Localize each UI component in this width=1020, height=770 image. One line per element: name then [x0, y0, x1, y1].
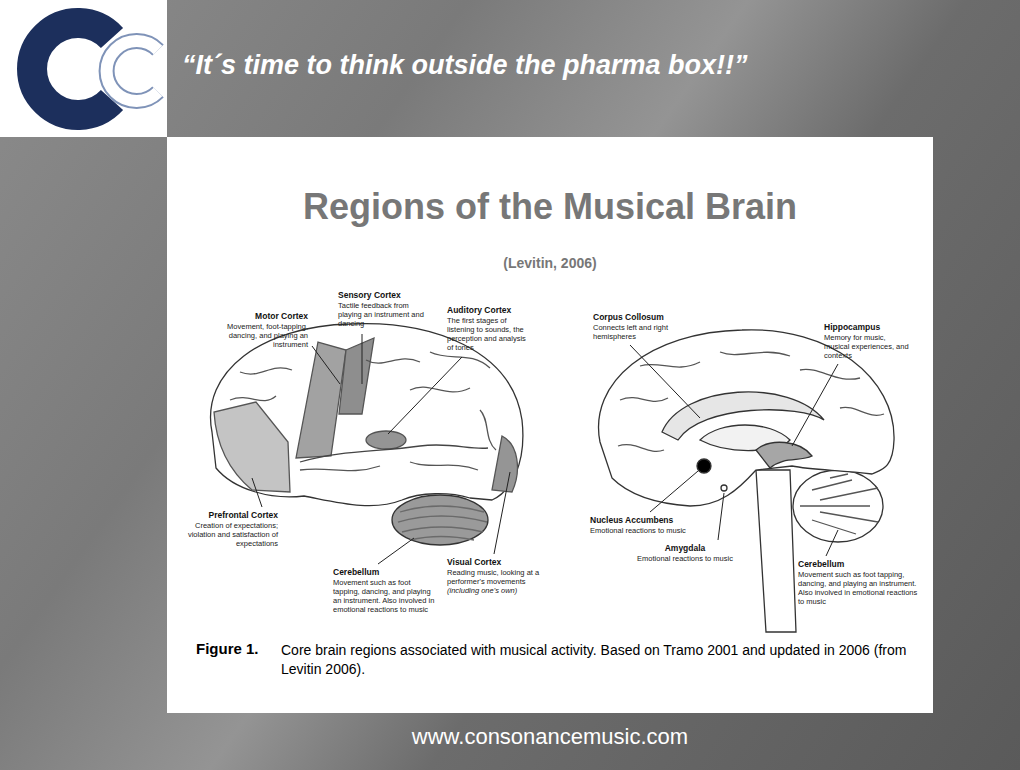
region-name: Prefrontal Cortex — [170, 511, 278, 521]
visual-region — [492, 436, 517, 492]
leader-line — [312, 346, 340, 384]
leader-line — [826, 530, 838, 556]
brain-outline-lateral — [211, 324, 523, 506]
region-name: Nucleus Accumbens — [590, 516, 708, 526]
amygdala-dot — [721, 485, 727, 491]
callout: Prefrontal CortexCreation of expectation… — [170, 511, 278, 548]
region-description: Emotional reactions to music — [590, 526, 708, 535]
cerebellum-region — [392, 495, 488, 545]
region-name: Cerebellum — [333, 568, 435, 578]
figure-label: Figure 1. — [196, 640, 259, 657]
region-description: Movement such as foot tapping, dancing, … — [333, 578, 435, 614]
hippocampus-region — [756, 442, 812, 468]
region-name: Sensory Cortex — [338, 291, 428, 301]
cerebellum-arbor — [800, 474, 878, 534]
leader-line — [630, 345, 700, 418]
leader-line — [388, 357, 462, 434]
leader-line — [792, 364, 838, 446]
region-name: Corpus Collosum — [593, 313, 677, 323]
logo-c-small-inner — [107, 41, 158, 101]
cerebellum-folds — [398, 506, 487, 540]
region-name: Visual Cortex — [447, 558, 547, 568]
brainstem — [756, 470, 796, 632]
figure-source-box: (Levitin, 2006) — [167, 255, 933, 271]
callout: Motor CortexMovement, foot-tapping, danc… — [203, 312, 308, 349]
region-description: Connects left and right hemispheres — [593, 323, 677, 341]
footer-url: www.consonancemusic.com — [167, 724, 933, 750]
region-description: Creation of expectations; violation and … — [170, 521, 278, 548]
leader-line — [494, 472, 510, 554]
callout: CerebellumMovement such as foot tapping,… — [333, 568, 435, 614]
callout: Sensory CortexTactile feedback from play… — [338, 291, 428, 328]
figure-title-box: Regions of the Musical Brain — [167, 186, 933, 228]
sensory-region — [339, 338, 374, 414]
region-description: Emotional reactions to music — [622, 554, 748, 563]
figure-caption-box: Core brain regions associated with music… — [281, 641, 918, 679]
lateral-sulcus — [300, 445, 488, 462]
footer-url-box: www.consonancemusic.com — [167, 724, 933, 750]
callout: AmygdalaEmotional reactions to music — [622, 544, 748, 563]
figure-source: (Levitin, 2006) — [167, 255, 933, 271]
region-description: Movement, foot-tapping, dancing, and pla… — [203, 322, 308, 349]
leader-line — [650, 471, 698, 512]
region-name: Auditory Cortex — [447, 306, 527, 316]
region-name: Cerebellum — [798, 560, 920, 570]
gyri-sagittal — [618, 352, 884, 451]
region-description: Reading music, looking at a performer's … — [447, 568, 547, 586]
leader-line — [718, 493, 724, 540]
logo-c-small-outer — [107, 41, 158, 101]
leader-line — [252, 478, 262, 507]
figure-caption: Core brain regions associated with music… — [281, 641, 918, 679]
nucleus-accumbens-dot — [697, 459, 711, 473]
callout: Visual CortexReading music, looking at a… — [447, 558, 547, 595]
slide-quote: “It´s time to think outside the pharma b… — [182, 50, 748, 81]
leader-line — [362, 334, 363, 384]
callout: HippocampusMemory for music, musical exp… — [824, 323, 912, 360]
leader-line — [378, 538, 414, 564]
region-name: Amygdala — [622, 544, 748, 554]
figure-label-box: Figure 1. — [196, 640, 259, 657]
callout: CerebellumMovement such as foot tapping,… — [798, 560, 920, 606]
callout: Auditory CortexThe first stages of liste… — [447, 306, 527, 352]
callout: Nucleus AccumbensEmotional reactions to … — [590, 516, 708, 535]
region-description: (including one's own) — [447, 586, 547, 595]
region-description: Memory for music, musical experiences, a… — [824, 333, 912, 360]
region-name: Motor Cortex — [203, 312, 308, 322]
region-description: Movement such as foot tapping, dancing, … — [798, 570, 920, 606]
figure-title: Regions of the Musical Brain — [167, 186, 933, 228]
gyri — [230, 352, 496, 471]
callout: Corpus CollosumConnects left and right h… — [593, 313, 677, 341]
slide-quote-box: “It´s time to think outside the pharma b… — [182, 50, 748, 81]
region-description: The first stages of listening to sounds,… — [447, 316, 527, 352]
cerebellum-sagittal — [793, 470, 883, 542]
region-description: Tactile feedback from playing an instrum… — [338, 301, 428, 328]
region-name: Hippocampus — [824, 323, 912, 333]
auditory-region — [366, 431, 406, 449]
motor-region — [296, 342, 346, 458]
